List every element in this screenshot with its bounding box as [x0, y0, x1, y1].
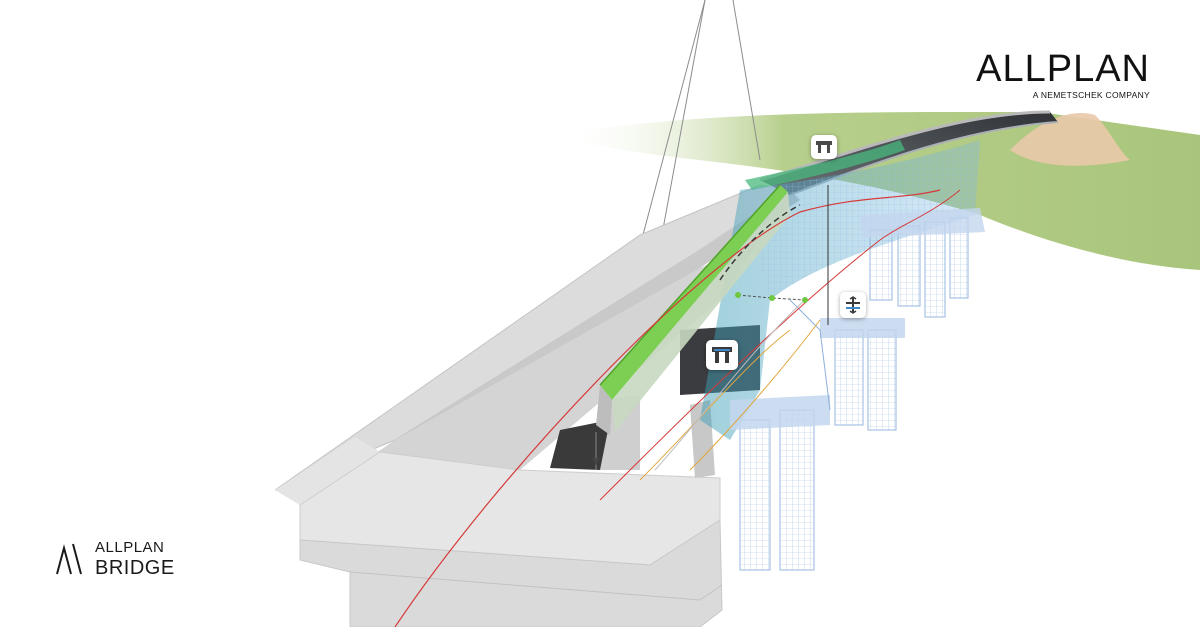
bridge-deck-badge-mid[interactable]	[706, 340, 738, 370]
precast-girder	[592, 184, 790, 470]
product-line-2: BRIDGE	[95, 557, 175, 579]
bridge-deck-badge-top[interactable]	[811, 135, 837, 159]
reinforcement-structure	[700, 140, 985, 571]
brand-tagline: A NEMETSCHEK COMPANY	[1032, 90, 1150, 100]
bearing-icon	[846, 296, 860, 314]
brand-name: ALLPLAN	[976, 48, 1150, 90]
allplan-logo: ALLPLAN A NEMETSCHEK COMPANY	[976, 50, 1150, 100]
bearing-badge[interactable]	[840, 292, 866, 318]
bridge-deck-icon	[816, 141, 832, 153]
allplan-bridge-logo: ALLPLAN BRIDGE	[55, 540, 175, 578]
terrain	[560, 111, 1200, 270]
tendon-lines	[394, 185, 961, 627]
bridge-deck-icon	[712, 347, 732, 363]
allplan-mark-icon	[56, 543, 82, 575]
product-line-1: ALLPLAN	[95, 539, 165, 556]
concrete-deck	[274, 184, 800, 627]
